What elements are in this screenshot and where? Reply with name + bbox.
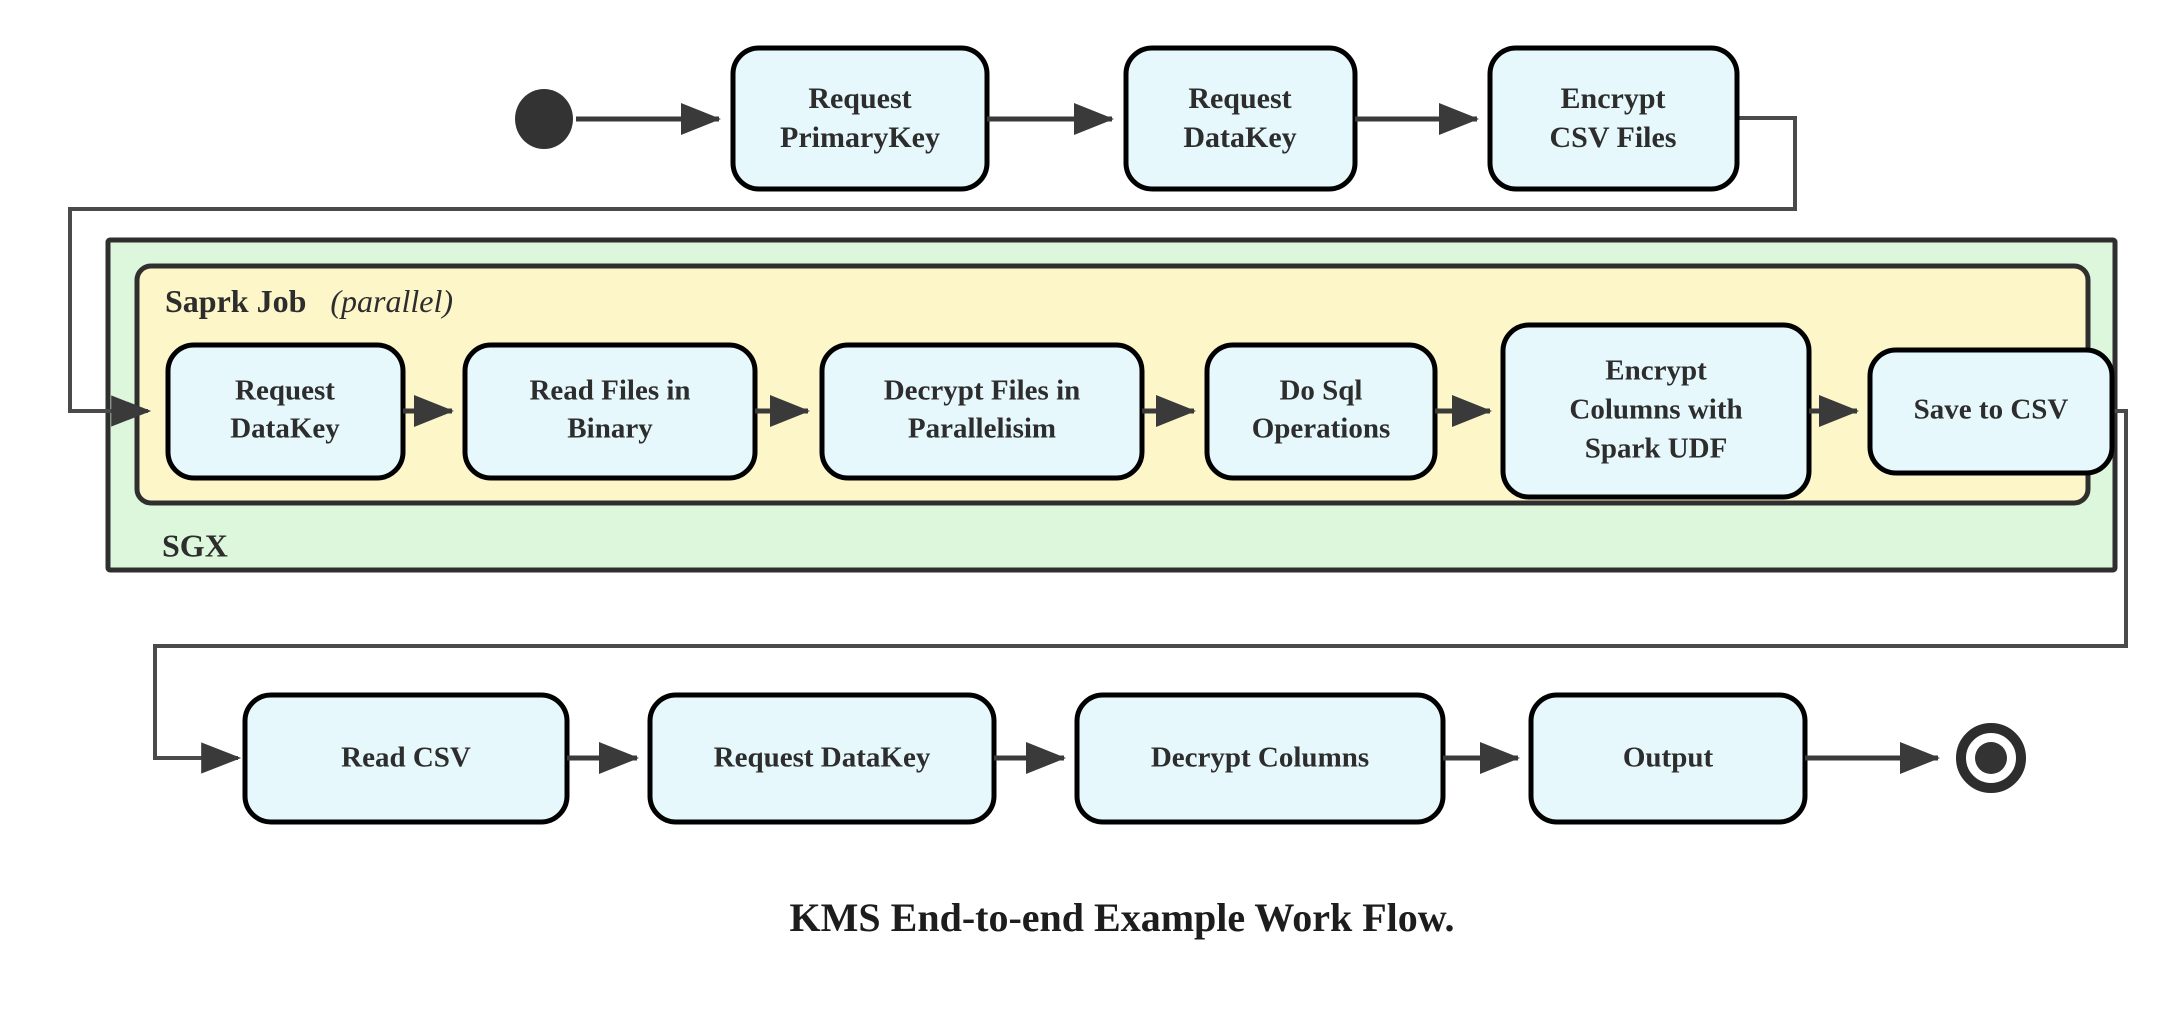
node-encrypt-csv-files-line1: Encrypt [1561, 82, 1666, 115]
start-state-dot [515, 89, 573, 149]
node-request-datakey-spark[interactable]: Request DataKey [165, 342, 406, 481]
node-read-csv[interactable]: Read CSV [242, 692, 570, 825]
node-request-datakey-top-line1: Request [1188, 82, 1291, 115]
edge-save-to-csv-to-read-csv [153, 409, 2128, 774]
node-encrypt-csv-files[interactable]: Encrypt CSV Files [1487, 45, 1740, 192]
node-decrypt-files-in-parallelisim-box[interactable] [819, 342, 1145, 481]
edge-encrypt-csv-to-spark-datakey [68, 116, 1797, 427]
node-output-label: Output [1623, 742, 1714, 774]
node-request-primarykey[interactable]: Request PrimaryKey [730, 45, 990, 192]
node-request-datakey-bottom[interactable]: Request DataKey [647, 692, 997, 825]
node-save-to-csv-box[interactable] [1867, 347, 2115, 476]
node-do-sql-operations-line1: Do Sql [1279, 375, 1362, 407]
node-encrypt-csv-files-box[interactable] [1487, 45, 1740, 192]
final-state-dot [1975, 742, 2007, 774]
node-request-datakey-spark-line1: Request [235, 375, 335, 407]
node-read-files-in-binary[interactable]: Read Files in Binary [462, 342, 758, 481]
node-request-primarykey-line1: Request [808, 82, 911, 115]
node-decrypt-columns[interactable]: Decrypt Columns [1074, 692, 1446, 825]
node-encrypt-columns-line3: Spark UDF [1585, 433, 1728, 465]
node-decrypt-files-in-parallelisim[interactable]: Decrypt Files in Parallelisim [819, 342, 1145, 481]
node-encrypt-columns-with-spark-udf[interactable]: Encrypt Columns with Spark UDF [1500, 322, 1812, 500]
node-encrypt-csv-files-line2: CSV Files [1550, 121, 1677, 154]
spark-job-group-label: Saprk Job (parallel) [165, 283, 453, 319]
node-encrypt-columns-line1: Encrypt [1605, 355, 1707, 387]
node-request-datakey-top-box[interactable] [1123, 45, 1358, 192]
node-request-datakey-bottom-label: Request DataKey [714, 742, 931, 774]
node-decrypt-files-in-parallelisim-line2: Parallelisim [908, 413, 1056, 445]
node-request-primarykey-line2: PrimaryKey [780, 121, 940, 154]
start-state [515, 89, 573, 149]
node-read-files-in-binary-line2: Binary [567, 413, 653, 445]
node-decrypt-columns-label: Decrypt Columns [1151, 742, 1369, 774]
node-request-datakey-top-line2: DataKey [1183, 121, 1296, 154]
sgx-group-label: SGX [162, 527, 228, 563]
final-state [1956, 723, 2026, 793]
node-read-files-in-binary-box[interactable] [462, 342, 758, 481]
spark-job-modifier: (parallel) [330, 283, 453, 319]
spark-job-title: Saprk Job [165, 283, 306, 319]
node-save-to-csv-label: Save to CSV [1914, 394, 2069, 426]
node-request-datakey-spark-line2: DataKey [230, 413, 340, 445]
node-read-files-in-binary-line1: Read Files in [529, 375, 690, 407]
node-decrypt-files-in-parallelisim-line1: Decrypt Files in [884, 375, 1081, 407]
node-request-datakey-top[interactable]: Request DataKey [1123, 45, 1358, 192]
node-request-primarykey-box[interactable] [730, 45, 990, 192]
node-encrypt-columns-line2: Columns with [1569, 394, 1742, 426]
node-do-sql-operations-box[interactable] [1204, 342, 1438, 481]
node-do-sql-operations-line2: Operations [1252, 413, 1391, 445]
node-request-datakey-spark-box[interactable] [165, 342, 406, 481]
node-do-sql-operations[interactable]: Do Sql Operations [1204, 342, 1438, 481]
node-output[interactable]: Output [1528, 692, 1808, 825]
node-read-csv-label: Read CSV [341, 742, 471, 774]
node-save-to-csv[interactable]: Save to CSV [1867, 347, 2115, 476]
diagram-caption: KMS End-to-end Example Work Flow. [790, 895, 1455, 940]
